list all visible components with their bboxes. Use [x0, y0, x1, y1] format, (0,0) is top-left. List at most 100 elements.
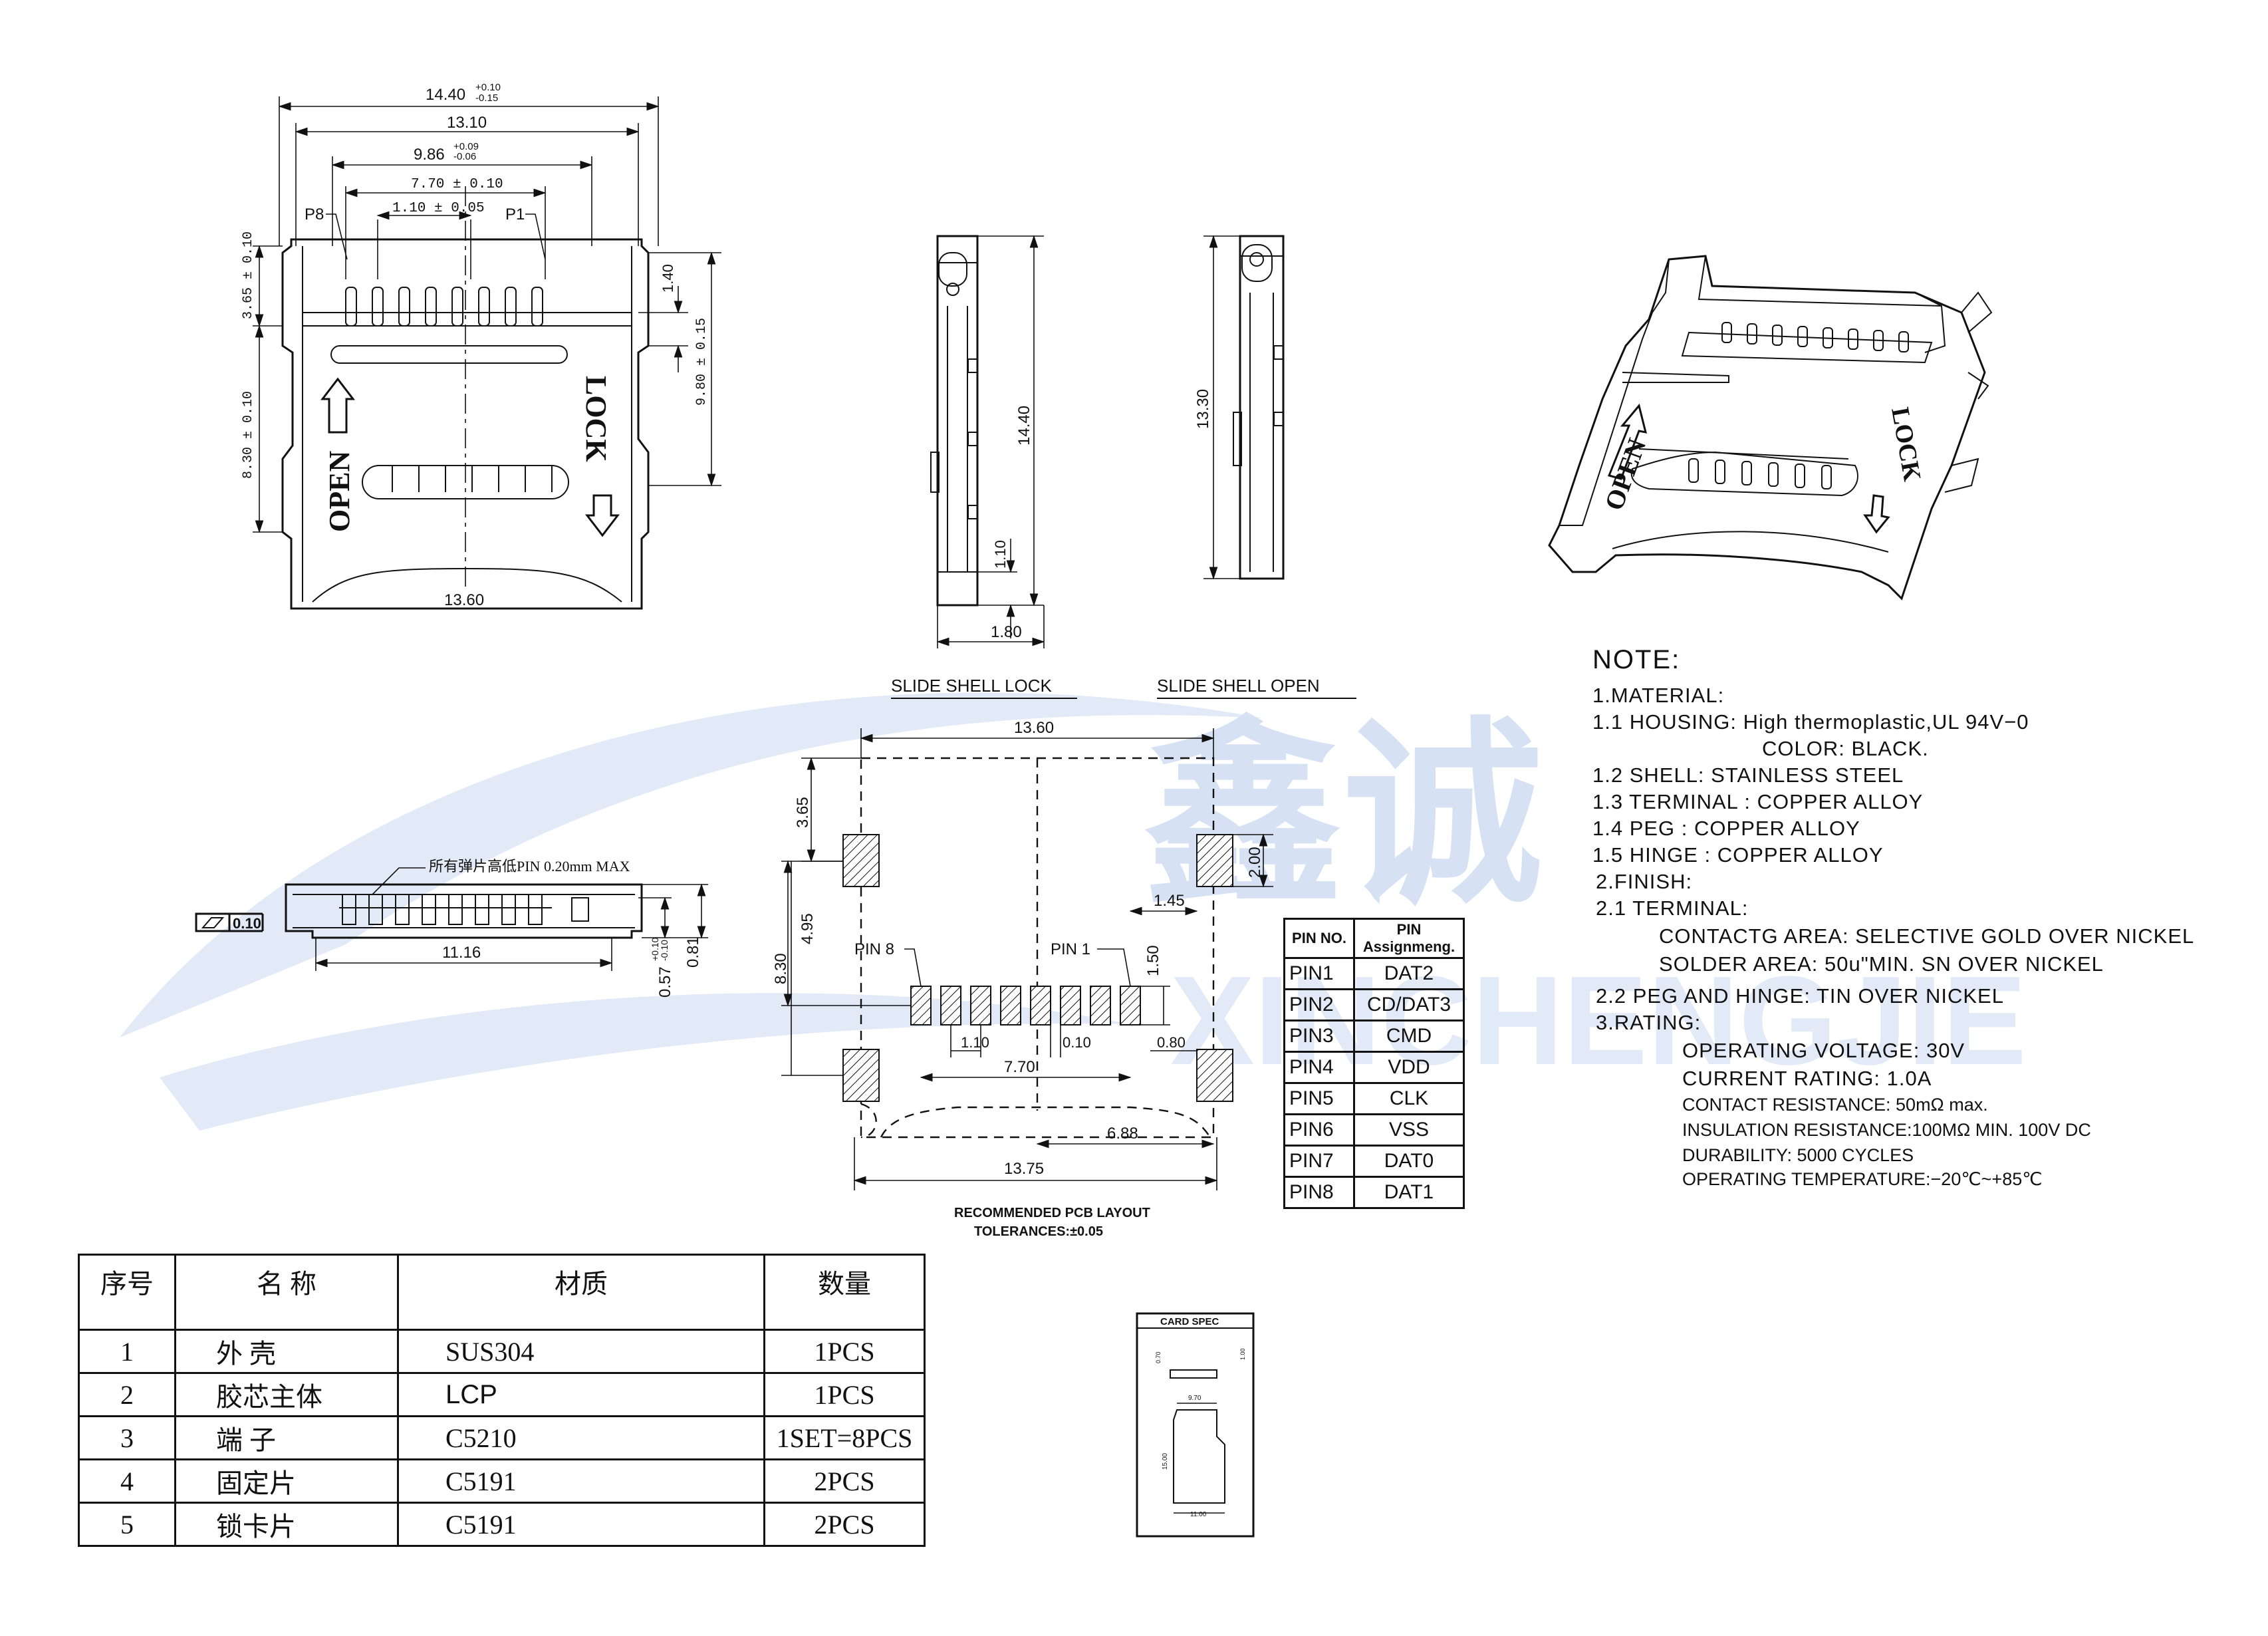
bom-header-no: 序号: [78, 1254, 176, 1331]
pin-no: PIN2: [1283, 988, 1355, 1022]
pcb-total-h: 8.30: [772, 953, 790, 984]
note-line: 1.3 TERMINAL : COPPER ALLOY: [1592, 790, 1924, 813]
bom-name: 外 壳: [174, 1329, 399, 1374]
pcb-peg-pad-tr: [1196, 834, 1233, 887]
bom-material: LCP: [397, 1372, 765, 1417]
bom-header-qty: 数量: [763, 1254, 926, 1331]
dim-width-3-tol-dn: -0.06: [453, 151, 476, 162]
pin-no: PIN7: [1283, 1145, 1355, 1178]
side-view-1: 14.40 1.10 1.80: [930, 235, 1045, 648]
note-line: INSULATION RESISTANCE:100MΩ MIN. 100V DC: [1682, 1120, 2091, 1140]
bom-no: 5: [78, 1502, 176, 1547]
bom-name: 锁卡片: [174, 1502, 399, 1547]
pin-no: PIN1: [1283, 957, 1355, 990]
bom-qty: 1SET=8PCS: [763, 1415, 926, 1460]
bom-name: 端 子: [174, 1415, 399, 1460]
pcb-right-w: 6.88: [1107, 1125, 1138, 1143]
pcb-pin-span: 7.70: [1004, 1058, 1035, 1076]
pin-no: PIN8: [1283, 1176, 1355, 1209]
dim-pin-pitch: 1.10 ± 0.05: [392, 201, 485, 216]
bom-material: SUS304: [397, 1329, 765, 1374]
pin-no: PIN6: [1283, 1113, 1355, 1147]
iso-label-lock: LOCK: [1886, 405, 1926, 483]
note-line: 2.1 TERMINAL:: [1596, 896, 1749, 920]
section-titles: SLIDE SHELL LOCK SLIDE SHELL OPEN: [891, 676, 1356, 699]
note-line: CONTACT RESISTANCE: 50mΩ max.: [1682, 1095, 1988, 1115]
bom-qty: 1PCS: [763, 1329, 926, 1374]
note-line: 2.FINISH:: [1596, 870, 1693, 893]
dim-left-mid: 8.30 ± 0.10: [241, 391, 256, 479]
note-line: SOLDER AREA: 50u"MIN. SN OVER NICKEL: [1659, 952, 2104, 976]
note-line: OPERATING TEMPERATURE:−20℃~+85℃: [1682, 1169, 2043, 1189]
card-spec-w-bot: 11.00: [1190, 1511, 1207, 1518]
pcb-peg-pad-tl: [842, 834, 880, 887]
iso-view: OPEN LOCK: [1548, 255, 1993, 601]
table-row: 5 锁卡片 C5191 2PCS: [78, 1502, 926, 1547]
pcb-mid: 4.95: [799, 913, 817, 944]
pin-assignment: DAT2: [1353, 957, 1465, 990]
dim-overall-width-tol-dn: -0.15: [475, 92, 498, 104]
note-line: DURABILITY: 5000 CYCLES: [1682, 1145, 1914, 1165]
front-h2: 0.57: [656, 966, 674, 998]
dim-right-top: 1.40: [660, 264, 676, 293]
pcb-top-width: 13.60: [1014, 719, 1054, 737]
bom-material: C5191: [397, 1502, 765, 1547]
card-spec-t: 0.70: [1155, 1351, 1162, 1363]
bom-name: 固定片: [174, 1458, 399, 1504]
note-line: 2.2 PEG AND HINGE: TIN OVER NICKEL: [1596, 984, 2004, 1008]
bom-table: 序号 名 称 材质 数量 1 外 壳 SUS304 1PCS 2 胶芯主体 LC…: [78, 1254, 926, 1547]
bom-material: C5210: [397, 1415, 765, 1460]
pin-assignment: DAT0: [1353, 1145, 1465, 1178]
card-spec: CARD SPEC 0.70 1.00 9.70 15.00 11.00: [1136, 1312, 1255, 1538]
dim-right-main: 9.80 ± 0.15: [694, 318, 709, 406]
pin-assignment: VDD: [1353, 1051, 1465, 1084]
pcb-layout: 13.60 3.65 2.00 4.95 8.30 1.45 1.50 PIN …: [772, 719, 1273, 1239]
front-h1: 0.81: [684, 936, 702, 968]
note-line: CURRENT RATING: 1.0A: [1682, 1067, 1932, 1090]
bom-header: 序号 名 称 材质 数量: [78, 1254, 926, 1331]
pcb-peg-pad-bl: [842, 1049, 880, 1102]
dim-width-3-tol-up: +0.09: [453, 141, 479, 152]
front-h2-tol-dn: -0.10: [659, 940, 670, 961]
notes-title: NOTE:: [1592, 645, 1681, 674]
pin-table-header-no: PIN NO.: [1283, 918, 1355, 959]
pcb-peg-pad-br: [1196, 1049, 1233, 1102]
dim-width-3: 9.86: [414, 146, 445, 164]
pin-table-header: PIN NO. PIN Assignmeng.: [1283, 918, 1465, 959]
pin-table-header-assign: PIN Assignmeng.: [1353, 918, 1465, 959]
pin-assignment: CMD: [1353, 1020, 1465, 1053]
pcb-pitch: 1.10: [961, 1034, 989, 1051]
pcb-gap: 0.10: [1063, 1034, 1091, 1051]
note-line: 1.4 PEG : COPPER ALLOY: [1592, 817, 1860, 840]
card-spec-t2: 1.00: [1239, 1348, 1246, 1360]
front-flatness: 0.10: [233, 915, 261, 932]
note-line: OPERATING VOLTAGE: 30V: [1682, 1039, 1965, 1062]
pcb-top-left: 3.65: [794, 797, 812, 828]
note-line: 1.2 SHELL: STAINLESS STEEL: [1592, 763, 1904, 787]
label-lock: LOCK: [580, 376, 612, 462]
iso-label-open: OPEN: [1598, 434, 1652, 514]
bom-header-name: 名 称: [174, 1254, 399, 1331]
pin-assignment: VSS: [1353, 1113, 1465, 1147]
pcb-pad-h: 2.00: [1246, 847, 1264, 878]
pin-assignment: CD/DAT3: [1353, 988, 1465, 1022]
note-line: CONTACTG AREA: SELECTIVE GOLD OVER NICKE…: [1659, 924, 2195, 948]
note-line: 3.RATING:: [1596, 1011, 1701, 1034]
bom-header-material: 材质: [397, 1254, 765, 1331]
pcb-bottom-w: 13.75: [1004, 1160, 1044, 1178]
pin-no: PIN3: [1283, 1020, 1355, 1053]
title-slide-shell-open: SLIDE SHELL OPEN: [1157, 676, 1320, 696]
dim-pin-span: 7.70 ± 0.10: [411, 177, 503, 192]
label-p8: P8: [305, 205, 324, 223]
pin-no: PIN5: [1283, 1082, 1355, 1115]
top-view: 14.40 +0.10 -0.15 13.10 9.86 +0.09 -0.06…: [241, 82, 721, 610]
table-row: 4 固定片 C5191 2PCS: [78, 1458, 926, 1504]
bom-qty: 2PCS: [763, 1502, 926, 1547]
top-pins: [345, 287, 543, 327]
pin-no: PIN4: [1283, 1051, 1355, 1084]
